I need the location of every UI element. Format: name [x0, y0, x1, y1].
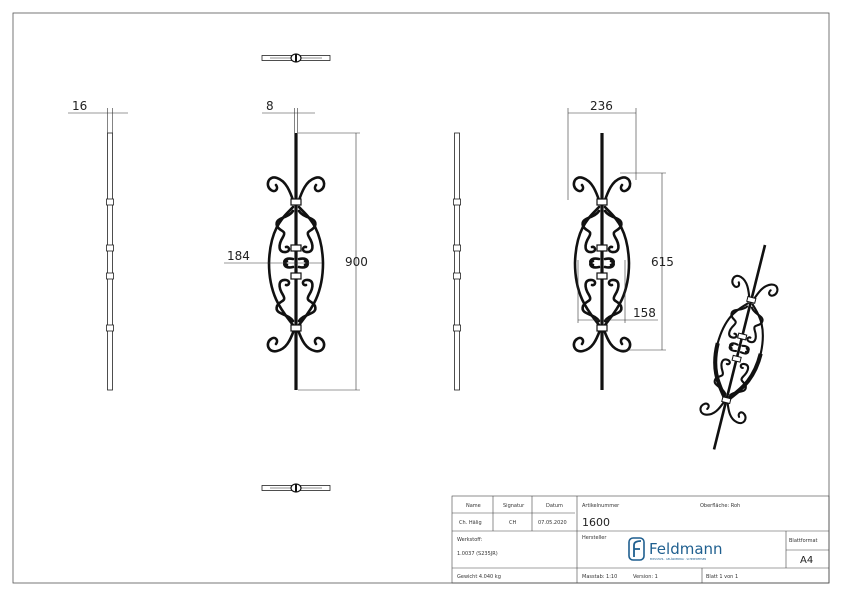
dimension-inner-width-2: 158 — [577, 260, 658, 323]
side-view-right — [453, 132, 461, 391]
dimension-total-height: 900 — [298, 132, 368, 391]
material-value: 1.0037 (S235JR) — [457, 551, 498, 557]
article-label: Artikelnummer — [582, 503, 620, 509]
logo-tagline: EDELSTAHL · GELÄNDERBAU · SCHMIEDEEISEN — [650, 558, 706, 561]
version: Version: 1 — [633, 574, 658, 580]
dimension-overall-width: 236 — [567, 99, 637, 200]
dimension-text: 615 — [651, 255, 674, 269]
dimension-text: 158 — [633, 306, 656, 320]
isometric-view — [690, 238, 789, 457]
dimension-ornament-height: 615 — [620, 172, 674, 351]
signature-value: CH — [509, 520, 516, 526]
article-number: 1600 — [582, 516, 610, 529]
name-label: Name — [466, 503, 481, 509]
signature-label: Signatur — [503, 503, 525, 509]
sheet-format-value: A4 — [800, 555, 813, 566]
sheet-format-label: Blattformat — [789, 538, 818, 544]
name-value: Ch. Hälig — [459, 520, 482, 526]
scale: Masstab: 1:10 — [582, 574, 617, 580]
surface-label: Oberfläche: Roh — [700, 503, 740, 509]
front-view — [266, 131, 326, 392]
dimension-text: 900 — [345, 255, 368, 269]
weight: Gewicht 4.040 kg — [457, 574, 501, 580]
dimension-text: 16 — [72, 99, 87, 113]
dimension-text: 236 — [590, 99, 613, 113]
dimension-inner-width: 184 — [224, 249, 322, 264]
dimension-text: 184 — [227, 249, 250, 263]
bottom-view — [261, 483, 331, 493]
sheet-border — [12, 12, 830, 584]
logo-text: Feldmann — [649, 540, 723, 558]
title-block: Name Signatur Datum Ch. Hälig CH 07.05.2… — [451, 495, 830, 584]
material-label: Werkstoff: — [457, 537, 483, 543]
date-value: 07.05.2020 — [538, 520, 567, 526]
sheet-number: Blatt 1 von 1 — [706, 574, 738, 580]
dimension-text: 8 — [266, 99, 274, 113]
manufacturer-label: Hersteller — [582, 535, 607, 541]
top-view — [261, 53, 331, 63]
date-label: Datum — [546, 503, 563, 509]
feldmann-logo: Feldmann EDELSTAHL · GELÄNDERBAU · SCHMI… — [628, 537, 723, 561]
side-view-left — [106, 132, 114, 391]
dimension-bar-width: 8 — [262, 99, 315, 133]
dimension-thickness: 16 — [68, 99, 128, 133]
front-view-2 — [572, 131, 632, 392]
